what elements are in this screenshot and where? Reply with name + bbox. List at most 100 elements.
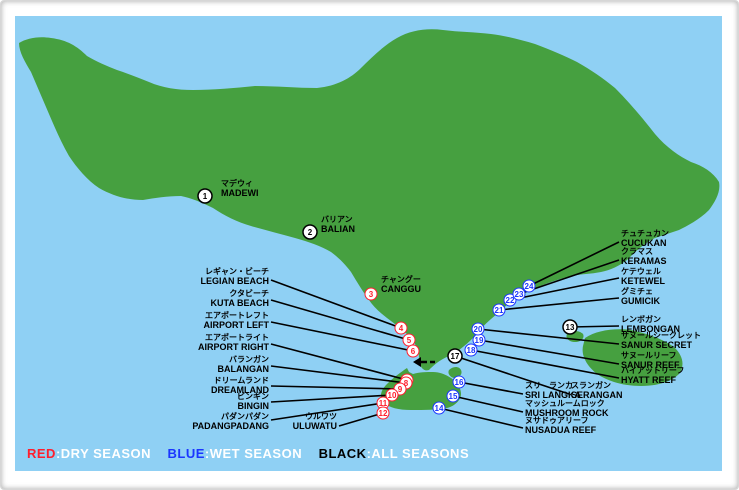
- legend-black-word: BLACK: [318, 446, 367, 461]
- spot-marker-15: [446, 389, 460, 403]
- airport-arrow-icon: [413, 357, 435, 367]
- spot-marker-18: [464, 343, 478, 357]
- spot-labels: マデウィMADEWIバリアンBALIANチャングーCANGGUレギャン・ビーチL…: [192, 178, 701, 435]
- leader-line-4: [270, 279, 402, 329]
- spot-number-2: 2: [308, 228, 313, 237]
- spot-name-en-10: BINGIN: [238, 401, 270, 411]
- spot-number-14: 14: [435, 404, 444, 413]
- spot-marker-4: [394, 321, 408, 335]
- spot-name-en-8: BALANGAN: [218, 364, 270, 374]
- spot-name-en-14: NUSADUA REEF: [525, 425, 597, 435]
- spot-name-jp-10: ビンギン: [237, 391, 269, 401]
- spot-name-jp-9: ドリームランド: [214, 376, 269, 385]
- spot-name-en-19: SANUR REEF: [621, 360, 680, 370]
- leader-line-5: [270, 299, 410, 341]
- leader-line-14: [438, 407, 524, 429]
- spot-name-en-5: KUTA BEACH: [211, 298, 270, 308]
- spot-name-en-22: KETEWEL: [621, 276, 666, 286]
- leader-line-13: [569, 325, 620, 328]
- spot-marker-3: [364, 287, 378, 301]
- spot-marker-2: [302, 224, 318, 240]
- spot-number-3: 3: [369, 290, 374, 299]
- spot-name-jp-17: スランガン: [571, 380, 611, 390]
- spot-name-en-11: PADANGPADANG: [192, 421, 269, 431]
- legend-red-word: RED: [27, 446, 56, 461]
- spot-markers: 123456789101112131415161718192021222324: [197, 188, 578, 420]
- spot-marker-6: [406, 344, 420, 358]
- spot-marker-17: [447, 348, 463, 364]
- legend-blue-word: BLUE: [167, 446, 205, 461]
- spot-number-4: 4: [399, 324, 404, 333]
- spot-name-en-20: SANUR SECRET: [621, 340, 693, 350]
- spot-name-en-3: CANGGU: [381, 284, 421, 294]
- leader-line-21: [498, 297, 620, 311]
- spot-number-19: 19: [475, 336, 484, 345]
- spot-name-en-7: AIRPORT RIGHT: [198, 342, 270, 352]
- serangan-island: [448, 367, 462, 378]
- leader-line-20: [477, 328, 620, 345]
- map-canvas: 123456789101112131415161718192021222324 …: [19, 29, 720, 435]
- spot-number-11: 11: [379, 399, 388, 408]
- leader-line-24: [528, 241, 620, 287]
- spot-name-en-23: KERAMAS: [621, 256, 667, 266]
- spot-marker-23: [512, 287, 526, 301]
- leader-line-17: [454, 355, 570, 395]
- spot-number-12: 12: [379, 409, 388, 418]
- spot-name-en-1: MADEWI: [221, 188, 259, 198]
- leader-line-23: [518, 259, 620, 295]
- leader-line-18: [470, 349, 620, 379]
- legend-red-text: :DRY SEASON: [55, 446, 152, 461]
- legend-black-text: :ALL SEASONS: [366, 446, 470, 461]
- spot-marker-12: [376, 406, 390, 420]
- spot-number-1: 1: [203, 192, 208, 201]
- spot-marker-22: [503, 293, 517, 307]
- spot-number-21: 21: [495, 306, 504, 315]
- leader-lines: [270, 241, 620, 429]
- spot-number-10: 10: [388, 391, 397, 400]
- spot-number-9: 9: [398, 385, 403, 394]
- leader-line-11: [270, 402, 384, 421]
- spot-name-jp-20: サヌールシークレット: [621, 330, 701, 340]
- spot-number-15: 15: [449, 392, 458, 401]
- spot-name-jp-14: ヌサドゥアリーフ: [525, 416, 589, 425]
- leader-line-16: [458, 381, 524, 395]
- spot-name-jp-3: チャングー: [381, 274, 421, 284]
- spot-number-8: 8: [404, 379, 409, 388]
- spot-marker-13: [562, 319, 578, 335]
- spot-number-13: 13: [566, 323, 575, 332]
- spot-marker-10: [385, 388, 399, 402]
- spot-marker-16: [452, 375, 466, 389]
- spot-name-jp-7: エアポートライト: [205, 332, 269, 342]
- spot-name-jp-23: クラマス: [621, 246, 653, 256]
- spot-number-23: 23: [515, 290, 524, 299]
- spot-name-jp-22: ケテウェル: [621, 267, 661, 276]
- leader-line-10: [270, 394, 393, 403]
- spot-name-en-2: BALIAN: [321, 224, 355, 234]
- spot-name-en-9: DREAMLAND: [211, 385, 269, 395]
- spot-number-22: 22: [506, 296, 515, 305]
- bali-island: [19, 29, 720, 371]
- spot-marker-14: [432, 401, 446, 415]
- spot-name-en-15: MUSHROOM ROCK: [525, 408, 609, 418]
- spot-name-en-6: AIRPORT LEFT: [204, 320, 270, 330]
- spot-name-jp-4: レギャン・ビーチ: [205, 266, 269, 276]
- spot-name-en-21: GUMICIK: [621, 296, 660, 306]
- spot-name-en-16: SRI LANGKA: [525, 390, 582, 400]
- spot-name-jp-21: グミチェ: [621, 286, 653, 296]
- leader-line-22: [509, 277, 620, 301]
- spot-number-24: 24: [525, 282, 534, 291]
- spot-name-jp-16: スリ ランカ: [525, 381, 573, 390]
- spot-name-jp-6: エアポートレフト: [205, 310, 269, 320]
- bali-surf-map: 123456789101112131415161718192021222324 …: [15, 16, 722, 471]
- spot-marker-24: [522, 279, 536, 293]
- leader-line-19: [478, 339, 620, 365]
- leader-line-8: [270, 365, 407, 384]
- spot-number-6: 6: [411, 347, 416, 356]
- spot-name-jp-1: マデウィ: [221, 178, 253, 188]
- leader-line-7: [270, 343, 408, 381]
- spot-marker-21: [492, 303, 506, 317]
- spot-name-jp-18: ハイアットリーフ: [621, 366, 684, 375]
- spot-name-jp-8: バランガン: [229, 354, 269, 364]
- spot-number-5: 5: [407, 336, 412, 345]
- spot-marker-1: [197, 188, 213, 204]
